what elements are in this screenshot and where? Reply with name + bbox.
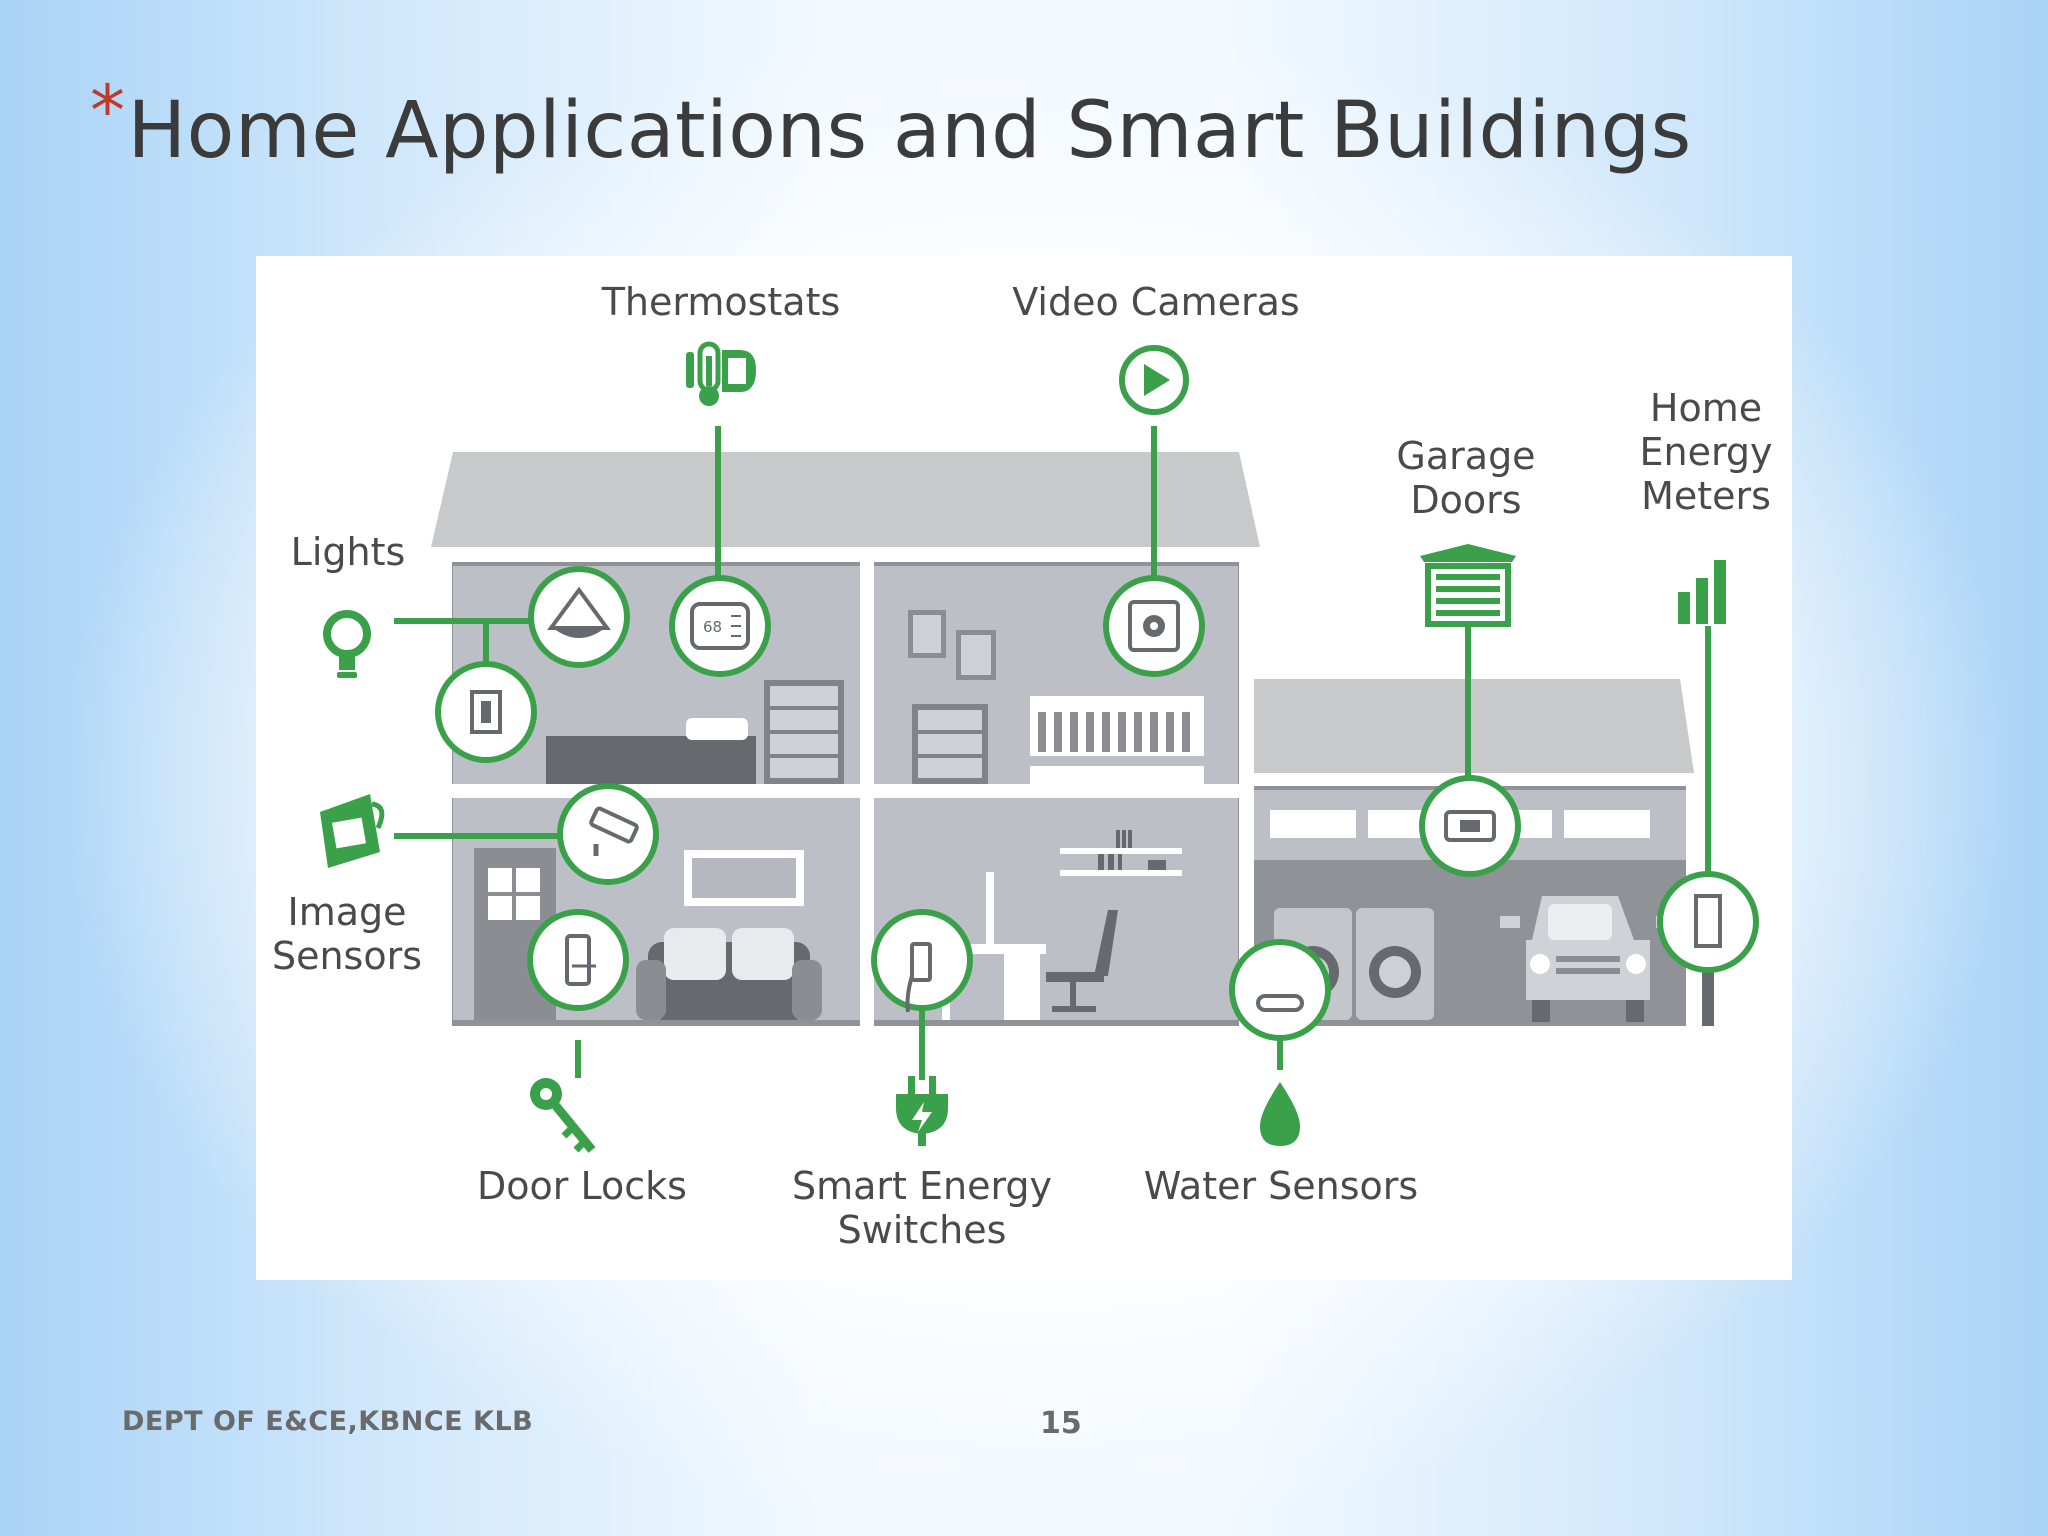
- thermometer-icon: [686, 341, 756, 406]
- page-number: 15: [1040, 1406, 1082, 1441]
- garage-door-icon: [1420, 544, 1516, 627]
- thermostat-node: 68: [669, 575, 771, 677]
- thermostat-reading: 68: [703, 618, 722, 636]
- label-home-energy-meters: Home Energy Meters: [1639, 386, 1773, 518]
- energy-bars-icon: [1678, 560, 1726, 624]
- smart-home-diagram: 68: [256, 256, 1792, 1280]
- security-camera-node: [557, 783, 659, 885]
- water-drop-icon: [1260, 1082, 1300, 1146]
- car: [1500, 896, 1676, 1022]
- garage-sensor-node: [1419, 775, 1521, 877]
- picture-frames: [908, 610, 996, 680]
- key-icon: [530, 1078, 596, 1153]
- nursery-drawers: [912, 704, 988, 784]
- sofa: [636, 928, 822, 1020]
- light-switch-node: [435, 661, 537, 763]
- house-roof: [431, 452, 1260, 547]
- garage-roof: [1254, 679, 1694, 773]
- slide-title-text: Home Applications and Smart Buildings: [127, 86, 1692, 176]
- wall-picture: [684, 850, 804, 906]
- door-lock-node: [527, 909, 629, 1011]
- label-water-sensors: Water Sensors: [1143, 1164, 1419, 1208]
- ceiling-light-node: [528, 566, 630, 668]
- image-sensor-icon: [320, 794, 385, 868]
- title-bullet: *: [90, 70, 126, 152]
- water-sensor-node: [1229, 939, 1331, 1041]
- house-illustration: 68: [320, 341, 1759, 1153]
- label-lights: Lights: [290, 530, 406, 574]
- energy-meter-node: [1657, 871, 1759, 973]
- slide-title: *Home Applications and Smart Buildings: [90, 70, 1692, 176]
- lightbulb-icon: [323, 610, 371, 678]
- camera-node: [1103, 575, 1205, 677]
- bookshelf: [1060, 830, 1182, 876]
- play-video-icon: [1119, 345, 1189, 415]
- label-thermostats: Thermostats: [601, 280, 841, 324]
- dresser: [764, 680, 844, 784]
- crib: [1030, 696, 1204, 784]
- label-image-sensors: Image Sensors: [271, 890, 423, 978]
- energy-switch-node: [871, 909, 973, 1013]
- label-door-locks: Door Locks: [477, 1164, 687, 1208]
- office-chair: [1046, 910, 1118, 1012]
- bed: [546, 718, 756, 784]
- label-smart-energy-switches: Smart Energy Switches: [791, 1164, 1053, 1252]
- label-video-cameras: Video Cameras: [1012, 280, 1300, 324]
- plug-icon: [896, 1076, 948, 1146]
- footer-department: DEPT OF E&CE,KBNCE KLB: [122, 1406, 534, 1437]
- label-garage-doors: Garage Doors: [1396, 434, 1536, 522]
